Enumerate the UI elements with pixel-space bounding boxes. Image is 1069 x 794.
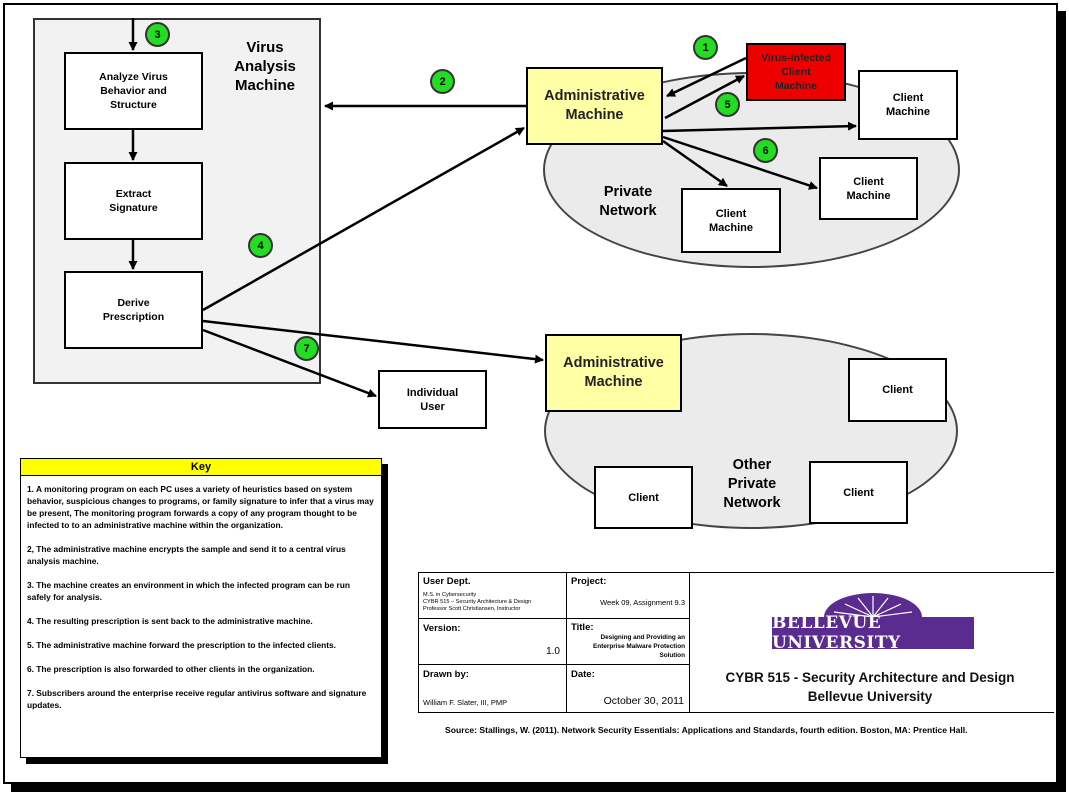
individual-user-box: Individual User — [378, 370, 487, 429]
derive-prescription-box: Derive Prescription — [64, 271, 203, 349]
key-panel: Key 1. A monitoring program on each PC u… — [20, 458, 382, 758]
client-other-right: Client — [848, 358, 947, 422]
virus-infected-client: Virus-infected Client Machine — [746, 43, 846, 101]
client-machine-middle-right: Client Machine — [819, 157, 918, 220]
badge-5: 5 — [715, 92, 740, 117]
client-machine-bottom: Client Machine — [681, 188, 781, 253]
key-item-7: 7. Subscribers around the enterprise rec… — [27, 688, 367, 710]
title-label: Title: — [571, 622, 594, 633]
drawn-by-label: Drawn by: — [423, 669, 469, 680]
drawn-by-value: William F. Slater, III, PMP — [423, 698, 508, 707]
client-other-left: Client — [594, 466, 693, 529]
university-logo: BELLEVUE UNIVERSITY — [772, 613, 974, 653]
key-item-4: 4. The resulting prescription is sent ba… — [27, 616, 313, 626]
user-dept-line-3: Professor Scott Christiansen, Instructor — [423, 606, 521, 612]
date-label: Date: — [571, 669, 595, 680]
title-value: Designing and Providing an Enterprise Ma… — [593, 634, 685, 659]
badge-7: 7 — [294, 336, 319, 361]
client-machine-top-right: Client Machine — [858, 70, 958, 140]
virus-analysis-machine-title: Virus Analysis Machine — [234, 39, 296, 94]
analyze-virus-box: Analyze Virus Behavior and Structure — [64, 52, 203, 130]
admin-machine-other: Administrative Machine — [545, 334, 682, 412]
badge-4: 4 — [248, 233, 273, 258]
key-item-2: 2, The administrative machine encrypts t… — [27, 544, 346, 566]
extract-signature-box: Extract Signature — [64, 162, 203, 240]
key-item-3: 3. The machine creates an environment in… — [27, 580, 350, 602]
source-citation: Source: Stallings, W. (2011). Network Se… — [445, 725, 968, 735]
badge-2: 2 — [430, 69, 455, 94]
key-item-1: 1. A monitoring program on each PC uses … — [27, 484, 374, 530]
admin-machine-private: Administrative Machine — [526, 67, 663, 145]
badge-1: 1 — [693, 35, 718, 60]
project-label: Project: — [571, 576, 607, 587]
other-network-label: Other Private Network — [723, 457, 781, 511]
key-title: Key — [21, 459, 381, 476]
key-list: 1. A monitoring program on each PC uses … — [21, 476, 381, 711]
badge-6: 6 — [753, 138, 778, 163]
client-other-bottom-right: Client — [809, 461, 908, 524]
university-crest-icon — [824, 593, 922, 618]
user-dept-line-1: M.S. in Cybersecurity — [423, 592, 477, 598]
badge-3: 3 — [145, 22, 170, 47]
course-line-1: CYBR 515 - Security Architecture and Des… — [725, 670, 1015, 685]
key-item-6: 6. The prescription is also forwarded to… — [27, 664, 315, 674]
user-dept-line-2: CYBR 515 – Security Architecture & Desig… — [423, 599, 532, 605]
course-title: CYBR 515 - Security Architecture and Des… — [700, 668, 1040, 706]
version-label: Version: — [423, 623, 461, 634]
key-item-5: 5. The administrative machine forward th… — [27, 640, 337, 650]
project-value: Week 09, Assignment 9.3 — [600, 598, 685, 607]
private-network-label: Private Network — [599, 184, 657, 219]
date-value: October 30, 2011 — [603, 695, 684, 707]
course-line-2: Bellevue University — [807, 689, 933, 704]
user-dept-label: User Dept. — [423, 576, 471, 587]
version-value: 1.0 — [546, 646, 560, 657]
